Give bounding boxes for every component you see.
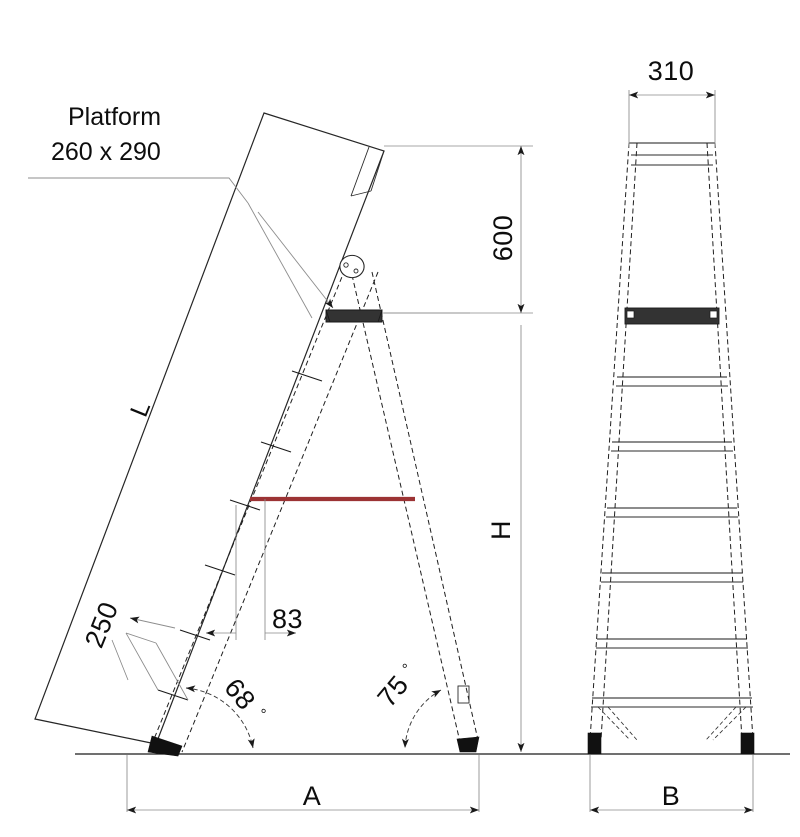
rear-leg-inner-edge <box>351 274 461 743</box>
hinge-assembly <box>339 254 365 279</box>
front-stringer <box>147 261 379 757</box>
angle-68-value: 68 <box>218 673 261 716</box>
front-foot-left <box>587 732 602 755</box>
angle-75-degree-symbol: ° <box>399 661 416 677</box>
front-step-5 <box>596 638 748 649</box>
brace-right-1 <box>712 706 747 741</box>
front-step-2 <box>611 441 733 452</box>
side-step-mark-4 <box>204 564 236 576</box>
dim-line-250-cap1 <box>125 632 157 644</box>
platform-note-group: Platform 260 x 290 <box>28 103 313 319</box>
front-platform-step <box>624 307 720 325</box>
front-foot-pad <box>147 735 183 757</box>
front-step-4 <box>601 572 743 583</box>
tread-leader-group <box>257 211 334 309</box>
dimension-A: A <box>126 755 480 814</box>
angle-68-arc <box>185 685 255 749</box>
platform-note-leader <box>28 177 249 204</box>
side-elevation-view: 600 H A 250 <box>28 103 533 814</box>
dimension-B: B <box>589 755 754 814</box>
hinge-pin <box>343 262 349 268</box>
dimension-310: 310 <box>628 56 716 148</box>
front-stringer-inner-edge <box>151 261 349 745</box>
rear-leg-detail-box <box>457 685 470 704</box>
front-platform-bracket-left <box>626 310 635 319</box>
angle-75-arc <box>401 689 442 749</box>
tread-leader <box>257 211 334 309</box>
platform-tread-bevel <box>325 309 383 323</box>
side-step-mark-5 <box>179 629 211 641</box>
platform-note-line2: 260 x 290 <box>51 138 161 166</box>
front-stringer-outer-edge <box>181 271 379 753</box>
hinge-knuckle <box>339 254 365 279</box>
platform-panel <box>34 112 385 745</box>
side-step-mark-3 <box>229 499 261 511</box>
dimension-A-label: A <box>303 781 322 811</box>
front-bottom-braces <box>597 706 747 741</box>
front-top-cap <box>629 142 715 166</box>
rear-leg-outer-edge <box>371 271 479 741</box>
front-platform-bracket-right <box>709 310 718 319</box>
side-step-mark-1 <box>291 370 323 382</box>
dimension-H: H <box>486 325 525 753</box>
platform-edge-detail <box>350 146 370 197</box>
brace-left-1 <box>597 706 631 741</box>
dim-line-250 <box>111 639 129 681</box>
dim-250-leader <box>129 616 176 629</box>
front-step-1 <box>616 376 728 387</box>
front-view-feet <box>587 732 755 755</box>
platform-note-line1: Platform <box>68 103 161 131</box>
dimension-H-label: H <box>486 520 516 540</box>
dimension-83-label: 83 <box>272 604 303 634</box>
front-step-6 <box>591 697 753 708</box>
angle-75: 75 ° <box>372 661 442 749</box>
angle-68: 68 ° <box>185 673 269 749</box>
ext-line-250-b <box>155 642 189 701</box>
angle-68-degree-symbol: ° <box>252 706 269 722</box>
platform-edge-detail-2 <box>370 150 385 192</box>
rear-foot-pad <box>456 736 480 753</box>
front-left-rail-outer <box>589 142 630 741</box>
dimension-B-label: B <box>662 781 681 811</box>
front-foot-right <box>740 732 755 755</box>
front-right-rail-outer <box>714 142 754 741</box>
side-step-mark-6 <box>157 689 189 701</box>
dimension-600-label: 600 <box>488 215 518 262</box>
side-step-mark-2 <box>260 441 292 453</box>
front-step-3 <box>606 507 738 518</box>
platform-note-leader-2 <box>247 202 313 319</box>
angle-75-value: 75 <box>372 670 415 713</box>
dimension-83: 83 <box>205 499 303 640</box>
label-L: L <box>125 397 156 420</box>
front-elevation-view: 310 B <box>587 56 755 814</box>
dimension-310-label: 310 <box>648 56 695 86</box>
ext-line-250-a <box>125 632 159 691</box>
hinge-pin-2 <box>353 268 359 274</box>
brace-right-2 <box>705 706 737 741</box>
rail-length-label: L <box>125 397 156 420</box>
rear-leg <box>351 271 480 753</box>
front-view-steps <box>591 376 753 708</box>
platform-tread-side <box>325 309 383 323</box>
platform-edge-detail-3 <box>350 190 372 197</box>
front-platform-tread <box>624 307 720 325</box>
platform-outline <box>34 112 385 745</box>
brace-left-2 <box>607 706 638 741</box>
dimension-600: 600 <box>384 145 533 314</box>
